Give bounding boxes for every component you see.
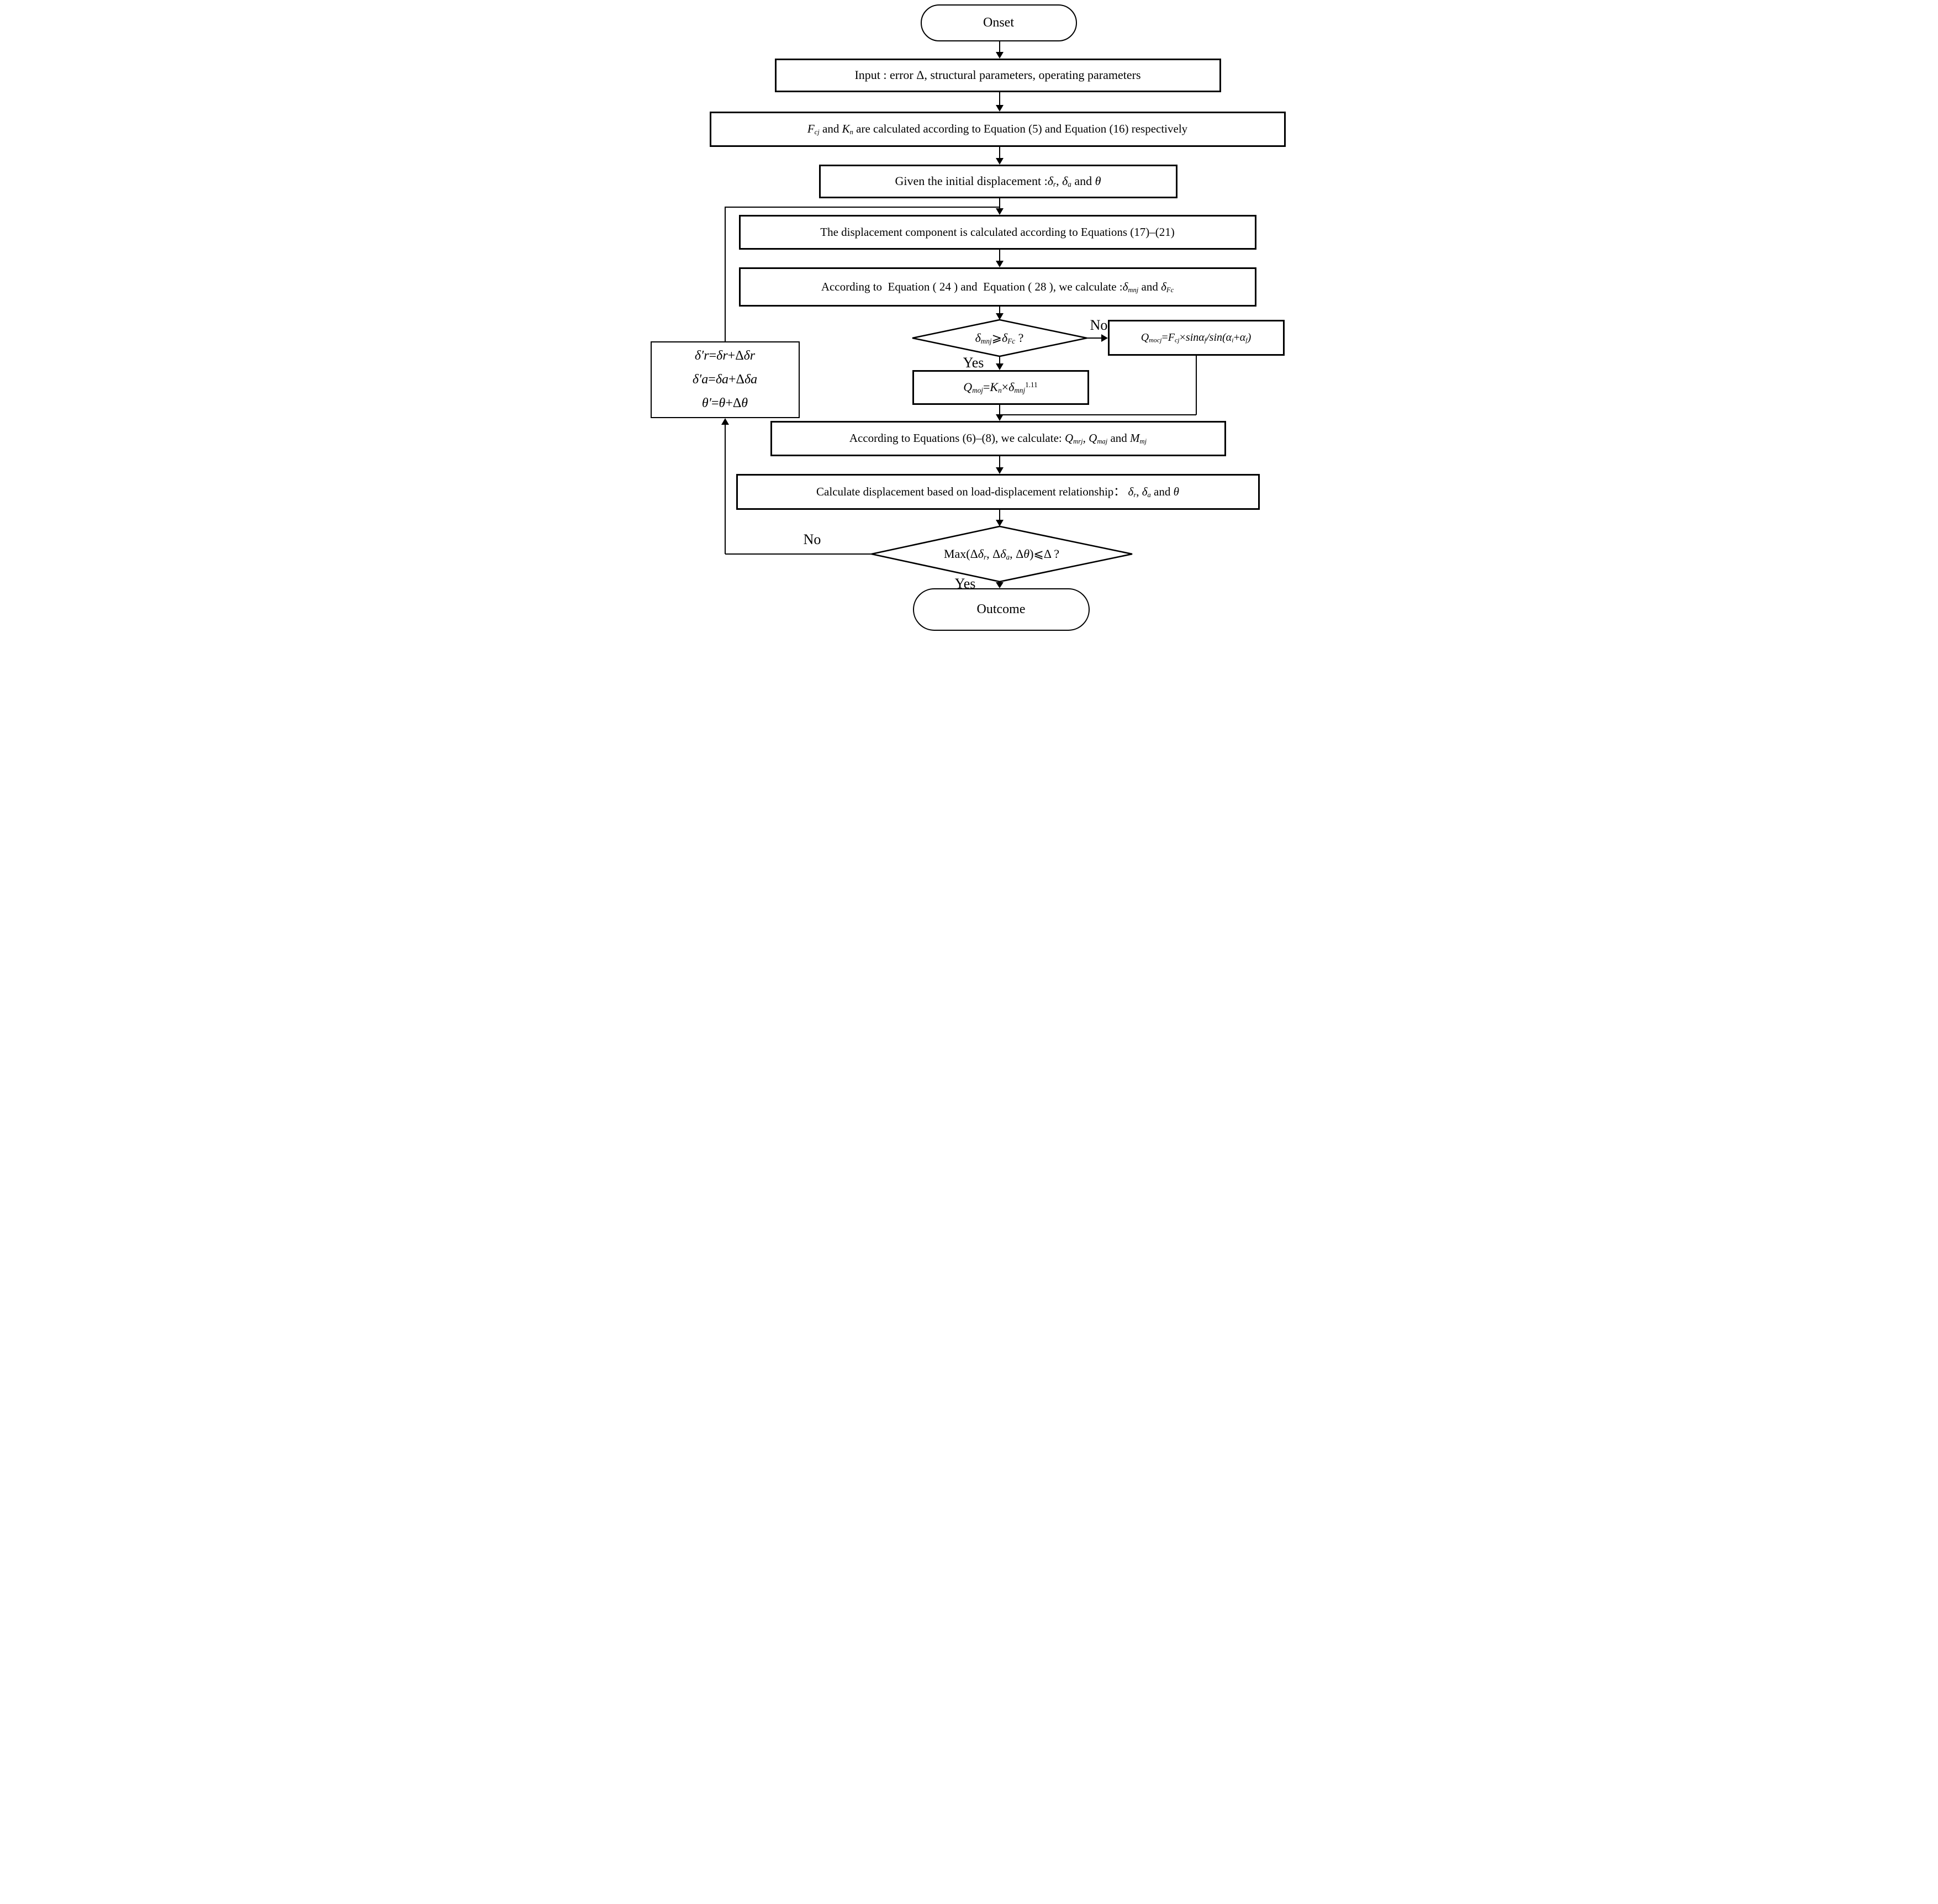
qmoj-formula-box: Qmoj=Kn×δmnj1.11 bbox=[912, 370, 1089, 405]
input-box-label: Input : error Δ, structural parameters, … bbox=[854, 68, 1141, 82]
arrow-decision1-no-head bbox=[1101, 334, 1108, 342]
displacement-component-label: The displacement component is calculated… bbox=[820, 225, 1175, 239]
update-variables-box: δ′r=δr+Δδr δ′a=δa+Δδa θ′=θ+Δθ bbox=[650, 341, 800, 418]
arrow-calcdisp-decision2-head bbox=[995, 520, 1004, 526]
decision2-no-label: No bbox=[803, 531, 821, 547]
arrow-onset-input-head bbox=[995, 52, 1004, 59]
update-line-3: θ′=θ+Δθ bbox=[701, 395, 748, 410]
update-line-1: δ′r=δr+Δδr bbox=[694, 349, 756, 363]
calc-fcj-kn-box: Fcj and Kn are calculated according to E… bbox=[709, 112, 1286, 147]
arrow-calc68-calcdisp-head bbox=[995, 467, 1004, 474]
calc-displacement-box: Calculate displacement based on load-dis… bbox=[736, 474, 1260, 510]
decision2-yes-label: Yes bbox=[954, 576, 976, 592]
qmocj-formula-label: Qmocj=Fcj×sinαf/sin(αi+αf) bbox=[1140, 331, 1251, 345]
arrow-input-calcfk-head bbox=[995, 105, 1004, 112]
end-node: Outcome bbox=[912, 588, 1090, 631]
arrow-decision2-yes-head bbox=[995, 582, 1004, 588]
initial-displacement-label: Given the initial displacement :δr, δa a… bbox=[895, 174, 1101, 189]
displacement-component-box: The displacement component is calculated… bbox=[738, 215, 1256, 250]
start-node: Onset bbox=[920, 4, 1077, 41]
start-node-label: Onset bbox=[983, 15, 1014, 30]
qmocj-formula-box: Qmocj=Fcj×sinαf/sin(αi+αf) bbox=[1107, 320, 1285, 356]
end-node-label: Outcome bbox=[976, 602, 1026, 617]
decision1-no-label: No bbox=[1090, 317, 1108, 333]
calc-displacement-label: Calculate displacement based on load-dis… bbox=[816, 484, 1179, 499]
decision2-node: Max(Δδr, Δδa, Δθ)⩽Δ ? bbox=[872, 526, 1132, 582]
calc-eq24-28-box: According to Equation ( 24 ) and Equatio… bbox=[738, 267, 1256, 307]
arrow-qmoj-calc68-head bbox=[995, 414, 1004, 421]
arrow-dispcomp-calc2428-head bbox=[995, 261, 1004, 267]
decision1-yes-label: Yes bbox=[963, 355, 984, 371]
arrow-decision1-yes-head bbox=[995, 363, 1004, 370]
arrow-calc2428-decision1-head bbox=[995, 313, 1004, 320]
decision1-label: δmnj⩾δFc ? bbox=[975, 330, 1024, 345]
update-line-2: δ′a=δa+Δδa bbox=[692, 372, 758, 387]
input-box: Input : error Δ, structural parameters, … bbox=[774, 59, 1221, 92]
calc-eq6-8-box: According to Equations (6)–(8), we calcu… bbox=[770, 421, 1226, 456]
decision1-node: δmnj⩾δFc ? bbox=[912, 320, 1087, 356]
calc-fcj-kn-label: Fcj and Kn are calculated according to E… bbox=[807, 122, 1188, 136]
flow-connectors bbox=[721, 41, 1197, 588]
arrow-initdisp-dispcomp-head bbox=[995, 208, 1004, 215]
arrow-loop-update-head bbox=[721, 418, 729, 425]
qmoj-formula-label: Qmoj=Kn×δmnj1.11 bbox=[963, 380, 1038, 395]
initial-displacement-box: Given the initial displacement :δr, δa a… bbox=[818, 165, 1177, 198]
arrow-calcfk-initdisp-head bbox=[995, 158, 1004, 165]
calc-eq24-28-label: According to Equation ( 24 ) and Equatio… bbox=[821, 279, 1174, 294]
calc-eq6-8-label: According to Equations (6)–(8), we calcu… bbox=[849, 431, 1147, 445]
decision2-label: Max(Δδr, Δδa, Δθ)⩽Δ ? bbox=[943, 546, 1060, 561]
flowchart-canvas: Onset Input : error Δ, structural parame… bbox=[646, 0, 1292, 635]
